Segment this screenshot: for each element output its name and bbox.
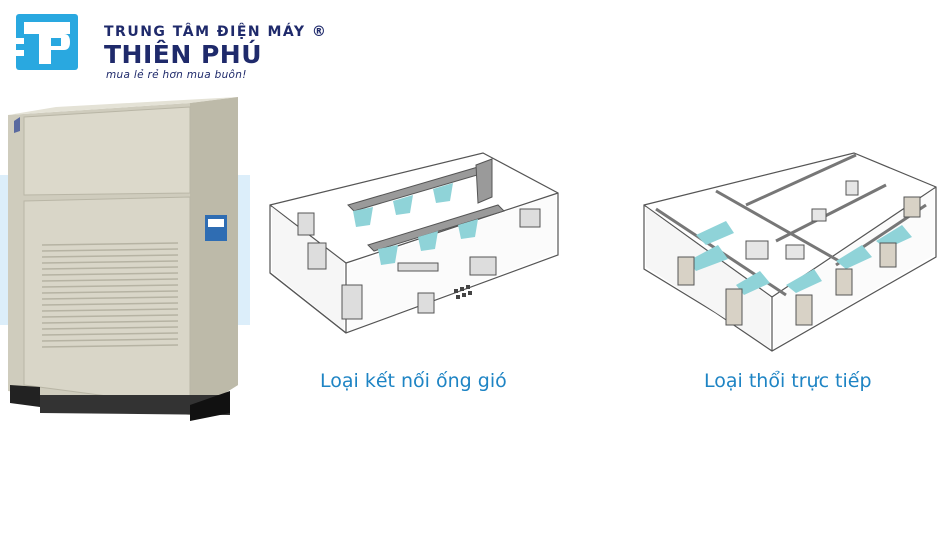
direct-blow-diagram bbox=[643, 152, 937, 352]
brand-logo[interactable]: TRUNG TÂM ĐIỆN MÁY ® THIÊN PHÚ mua lẻ rẻ… bbox=[14, 12, 326, 81]
ducted-connection-diagram bbox=[269, 152, 559, 334]
caption-ducted: Loại kết nối ống gió bbox=[320, 370, 507, 392]
air-conditioner-unit-image bbox=[0, 97, 250, 421]
caption-direct: Loại thổi trực tiếp bbox=[704, 370, 872, 392]
brand-name: THIÊN PHÚ bbox=[104, 40, 263, 69]
brand-slogan: mua lẻ rẻ hơn mua buôn! bbox=[106, 69, 247, 81]
tp-logo-icon bbox=[16, 14, 78, 70]
brand-top-line: TRUNG TÂM ĐIỆN MÁY ® bbox=[104, 24, 328, 40]
